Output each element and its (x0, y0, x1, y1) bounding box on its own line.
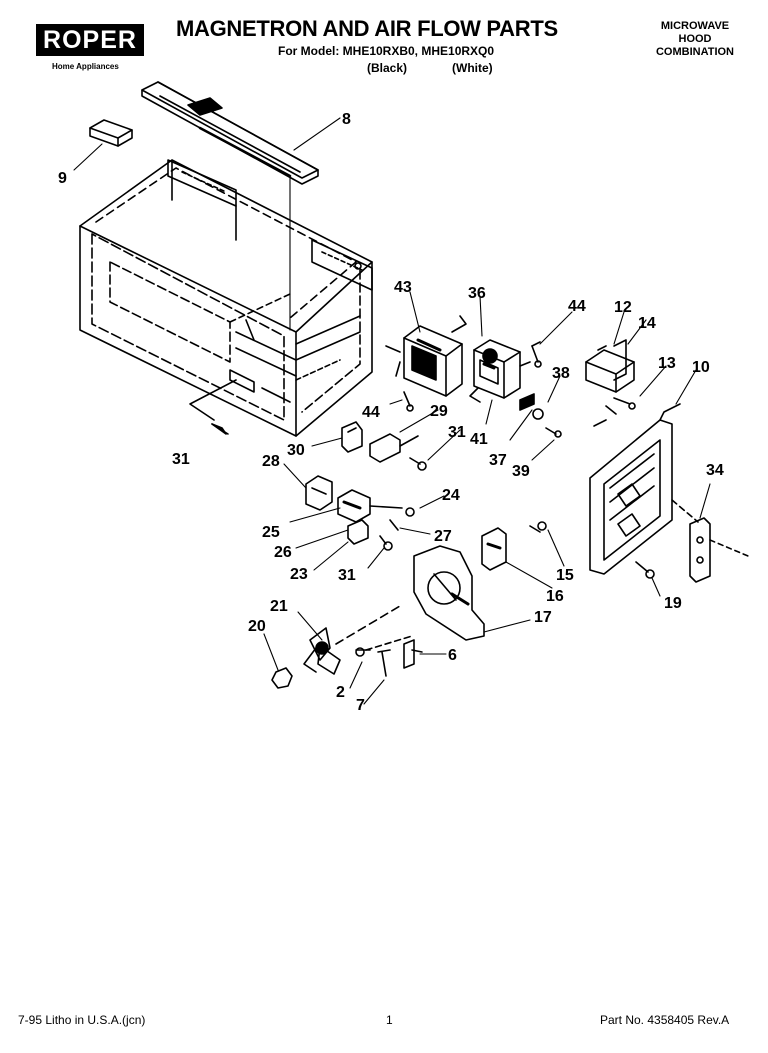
callout-label: 31 (448, 424, 466, 441)
callout-label: 44 (362, 404, 380, 421)
switch-23-part (347, 519, 393, 551)
callout-label: 16 (546, 588, 564, 605)
clip-6-part (403, 639, 423, 669)
callout-label: 12 (614, 299, 632, 316)
callout-label: 36 (468, 285, 486, 302)
footer-print-info: 7-95 Litho in U.S.A.(jcn) (18, 1013, 146, 1027)
callout-label: 43 (394, 279, 412, 296)
fan-nut-part (271, 667, 293, 689)
switch-30-part (341, 421, 363, 453)
model-line: For Model: MHE10RXB0, MHE10RXQ0 (278, 44, 495, 58)
switch-holder-part (305, 475, 333, 511)
callout-label: 21 (270, 598, 288, 615)
magnetron-part (469, 339, 531, 403)
fan-blade-part (303, 605, 401, 675)
callout-label: 31 (172, 451, 190, 468)
callout-label: 41 (470, 431, 488, 448)
category-label: MICROWAVE HOOD COMBINATION (640, 20, 750, 59)
callout-label: 44 (568, 298, 586, 315)
capacitor-part (585, 345, 635, 393)
callout-label: 20 (248, 618, 266, 635)
callout-label: 31 (338, 567, 356, 584)
callout-label: 8 (342, 111, 351, 128)
screw-31-left (189, 379, 237, 435)
callout-label: 27 (434, 528, 452, 545)
fan-shroud-part (413, 545, 485, 641)
logo-box: ROPER (36, 24, 144, 56)
side-panel-part (589, 403, 699, 575)
part-number: Part No. 4358405 Rev.A (600, 1013, 730, 1027)
motor-bracket-part (481, 521, 547, 571)
top-cover-part (141, 81, 319, 185)
callout-label: 15 (556, 567, 574, 584)
callout-label: 14 (638, 315, 656, 332)
callout-label: 26 (274, 544, 292, 561)
callout-label: 13 (658, 355, 676, 372)
callout-label: 37 (489, 452, 507, 469)
thermal-cutout-part (519, 393, 562, 438)
pin-7-part (377, 649, 391, 677)
switch-29-part (369, 433, 419, 463)
cabinet-frame-part (79, 159, 373, 437)
callout-labels: 8 9 43 36 44 12 14 13 10 38 44 29 31 31 … (58, 111, 724, 714)
callout-label: 30 (287, 442, 305, 459)
callout-label: 29 (430, 403, 448, 420)
screw-44-upper (531, 341, 542, 368)
page-title: MAGNETRON AND AIR FLOW PARTS (176, 16, 558, 41)
capacitor-bracket-part (613, 339, 627, 381)
callout-label: 23 (290, 566, 308, 583)
model-color-black: (Black) (367, 61, 408, 75)
roper-logo: ROPER Home Appliances (30, 24, 150, 80)
callout-label: 7 (356, 697, 365, 714)
category-line-2: HOOD (678, 33, 712, 45)
logo-brand: ROPER (43, 25, 137, 54)
callout-label: 28 (262, 453, 280, 470)
hinge-bracket-part (689, 517, 749, 583)
callout-label: 38 (552, 365, 570, 382)
callout-label: 39 (512, 463, 530, 480)
screw-2 (355, 635, 413, 657)
callout-leaders (73, 117, 711, 705)
category-line-3: COMBINATION (655, 46, 734, 58)
screw-31-middle (409, 457, 427, 471)
callout-label: 6 (448, 647, 457, 664)
diode-part (593, 397, 636, 427)
screw-19 (635, 561, 655, 579)
model-color-white: (White) (452, 61, 493, 75)
category-line-1: MICROWAVE (660, 20, 730, 32)
callout-label: 19 (664, 595, 682, 612)
transformer-part (385, 315, 467, 397)
callout-label: 10 (692, 359, 710, 376)
callout-label: 34 (706, 462, 724, 479)
callout-label: 17 (534, 609, 552, 626)
callout-label: 24 (442, 487, 460, 504)
screw-44-lower (403, 391, 414, 412)
callout-label: 25 (262, 524, 280, 541)
callout-label: 2 (336, 684, 345, 701)
callout-label: 9 (58, 170, 67, 187)
page-number: 1 (386, 1013, 393, 1027)
filter-block-part (89, 119, 133, 147)
interlock-switch-part (337, 489, 415, 531)
logo-subtitle: Home Appliances (52, 62, 119, 71)
